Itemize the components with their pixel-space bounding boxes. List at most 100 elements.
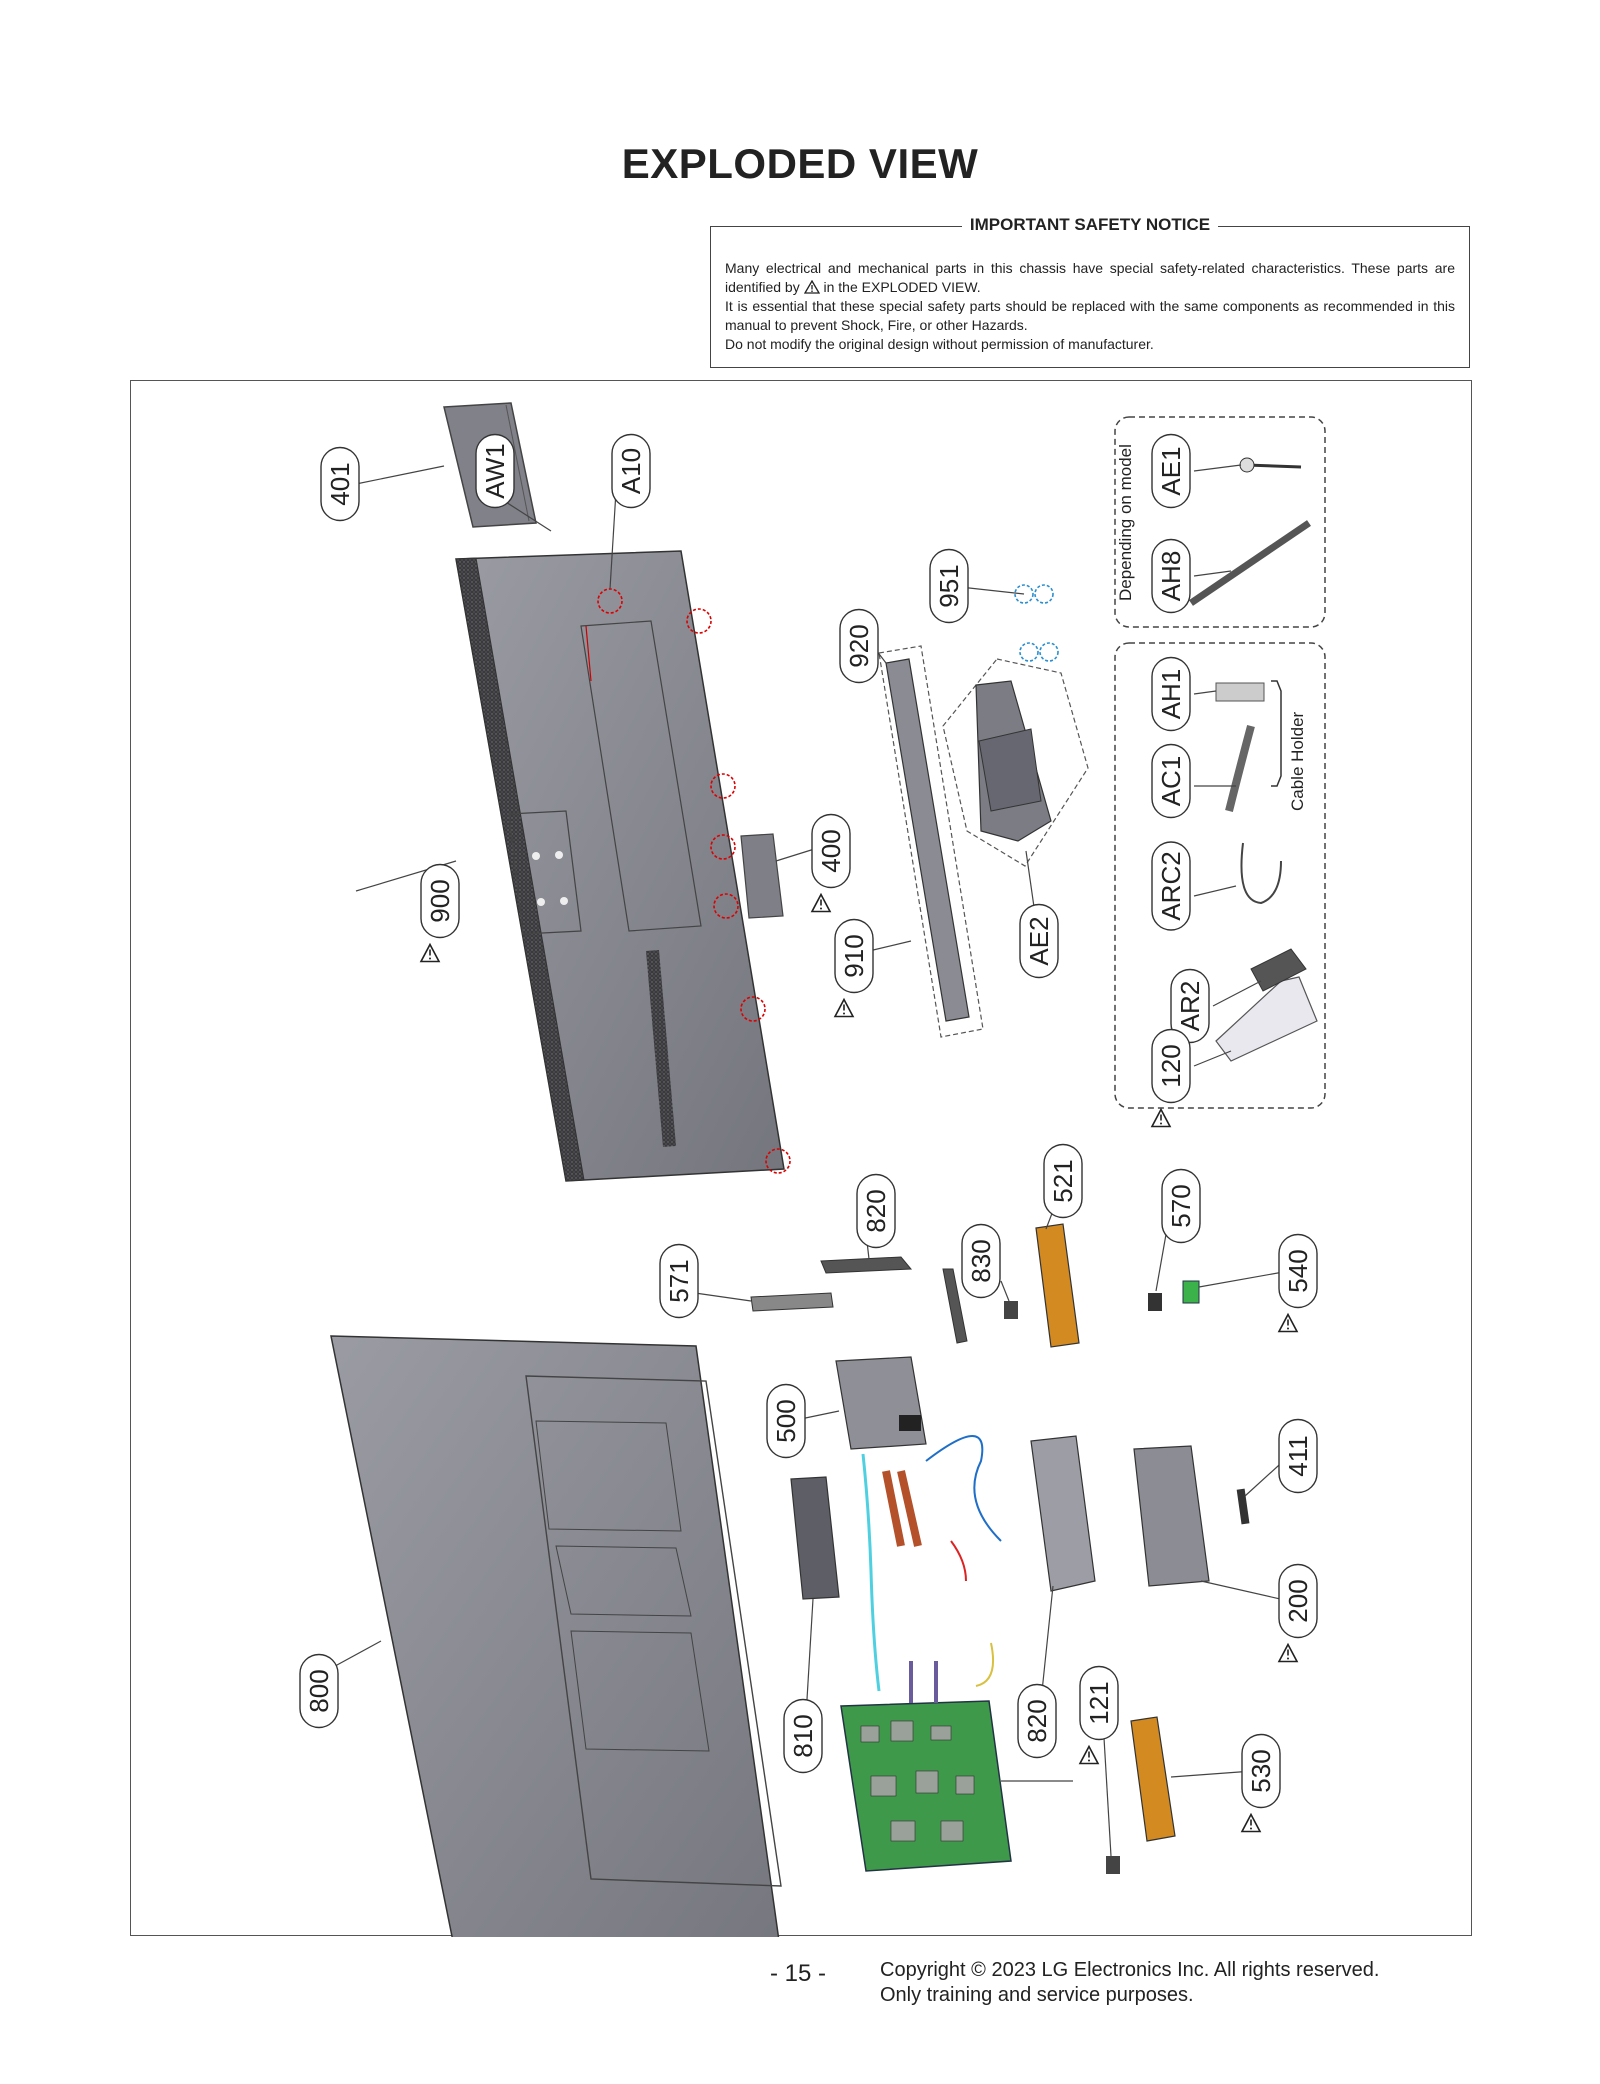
callout-aw1: AW1 xyxy=(475,433,515,509)
callout-label: 800 xyxy=(304,1669,334,1712)
screws-blue xyxy=(1014,584,1059,662)
part-bracket-long xyxy=(942,1268,968,1344)
notice-line-1b: in the EXPLODED VIEW. xyxy=(823,279,981,295)
callout-label: AE2 xyxy=(1024,916,1054,965)
callout-ae2: AE2 xyxy=(1019,903,1059,979)
notice-line-1a: Many electrical and mechanical parts in … xyxy=(725,260,1455,295)
callout-label: 920 xyxy=(844,624,874,667)
part-411-bracket xyxy=(1133,1445,1210,1587)
callout-label: AE1 xyxy=(1156,446,1186,495)
callout-label: 120 xyxy=(1156,1044,1186,1087)
callout-400: 400 xyxy=(810,813,851,913)
callout-500: 500 xyxy=(766,1383,806,1459)
callout-570: 570 xyxy=(1161,1168,1201,1244)
callout-label: AR2 xyxy=(1175,981,1205,1032)
warning-triangle-icon xyxy=(419,942,441,963)
callout-label: 910 xyxy=(839,934,869,977)
callout-label: AC1 xyxy=(1156,756,1186,807)
callout-label: 951 xyxy=(934,564,964,607)
part-810-bracket xyxy=(1030,1435,1096,1592)
callout-label: AW1 xyxy=(480,443,510,498)
callout-810: 810 xyxy=(783,1698,823,1774)
cable-holder-label: Cable Holder xyxy=(1288,711,1307,811)
callout-label: 521 xyxy=(1048,1159,1078,1202)
part-820-clip-top xyxy=(1004,1301,1018,1319)
warning-triangle-icon xyxy=(1240,1812,1262,1833)
callout-label: 411 xyxy=(1283,1435,1313,1476)
callout-label: 540 xyxy=(1283,1249,1313,1292)
safety-notice-body: Many electrical and mechanical parts in … xyxy=(725,259,1455,354)
callout-label: 820 xyxy=(1022,1699,1052,1742)
page-title: EXPLODED VIEW xyxy=(621,140,979,187)
callout-label: AH8 xyxy=(1156,551,1186,602)
callout-label: 200 xyxy=(1283,1579,1313,1622)
callout-label: 900 xyxy=(425,879,455,922)
safety-notice-box: IMPORTANT SAFETY NOTICE Many electrical … xyxy=(710,215,1470,368)
part-800 xyxy=(790,1476,840,1600)
screws-red xyxy=(597,588,791,1174)
callout-121: 121 xyxy=(1078,1665,1119,1765)
copyright-block: Copyright © 2023 LG Electronics Inc. All… xyxy=(880,1958,1379,2008)
notice-line-3: Do not modify the original design withou… xyxy=(725,336,1154,352)
part-400-back-cover xyxy=(455,550,785,1182)
safety-notice-title: IMPORTANT SAFETY NOTICE xyxy=(961,215,1219,234)
callout-920: 920 xyxy=(839,608,879,684)
part-200-display-module xyxy=(330,1335,782,1937)
notice-line-2: It is essential that these special safet… xyxy=(725,298,1455,333)
callout-900: 900 xyxy=(419,863,460,963)
callout-label: 401 xyxy=(325,462,355,505)
callout-label: 121 xyxy=(1084,1681,1114,1724)
warning-triangle-icon xyxy=(1078,1744,1100,1765)
part-571 xyxy=(1148,1293,1162,1311)
warning-triangle-icon xyxy=(803,280,820,294)
callout-label: 820 xyxy=(861,1189,891,1232)
part-121-speaker xyxy=(1130,1716,1176,1842)
diagram-canvas: Depending on model Cable Holder xyxy=(299,402,1326,1937)
callout-label: ARC2 xyxy=(1156,851,1186,920)
accessory-box-bottom: Cable Holder xyxy=(1114,642,1326,1109)
callout-ar2: AR2 xyxy=(1170,968,1210,1044)
callout-200: 200 xyxy=(1277,1563,1318,1663)
callout-120: 120 xyxy=(1150,1028,1191,1128)
part-910-stand-neck xyxy=(942,658,1089,867)
accessory-box-top: Depending on model xyxy=(1114,416,1326,628)
callout-arc2: ARC2 xyxy=(1151,841,1191,931)
callout-ac1: AC1 xyxy=(1151,743,1191,819)
part-570-board xyxy=(1182,1280,1200,1304)
callout-ah8: AH8 xyxy=(1151,538,1191,614)
callout-label: 830 xyxy=(966,1239,996,1282)
callout-530: 530 xyxy=(1240,1733,1281,1833)
callout-label: A10 xyxy=(616,448,646,494)
part-120-speaker xyxy=(1035,1223,1080,1348)
part-900-stand-base xyxy=(878,645,984,1038)
callout-ah1: AH1 xyxy=(1151,656,1191,732)
part-920-plate xyxy=(740,833,784,919)
callout-label: AH1 xyxy=(1156,669,1186,720)
callout-800: 800 xyxy=(299,1653,339,1729)
callout-830: 830 xyxy=(961,1223,1001,1299)
callout-label: 400 xyxy=(816,829,846,872)
part-500 xyxy=(1236,1488,1250,1525)
callout-label: 530 xyxy=(1246,1749,1276,1792)
callout-label: 570 xyxy=(1166,1184,1196,1227)
callout-951: 951 xyxy=(929,548,969,624)
callout-a10: A10 xyxy=(611,433,651,509)
callout-401: 401 xyxy=(320,446,360,522)
safety-notice-title-wrap: IMPORTANT SAFETY NOTICE xyxy=(711,215,1469,235)
leader-lines xyxy=(325,464,1290,1857)
exploded-view-diagram: Depending on model Cable Holder xyxy=(130,380,1472,1937)
page-number: - 15 - xyxy=(770,1960,827,1987)
warning-triangle-icon xyxy=(1277,1312,1299,1333)
callout-820: 820 xyxy=(856,1173,896,1249)
callout-ae1: AE1 xyxy=(1151,433,1191,509)
callout-411: 411 xyxy=(1278,1418,1318,1494)
copyright-line-1: Copyright © 2023 LG Electronics Inc. All… xyxy=(880,1959,1380,1981)
callout-521: 521 xyxy=(1043,1143,1083,1219)
part-530-power-board xyxy=(840,1642,1012,1872)
callout-label: 500 xyxy=(771,1399,801,1442)
callout-label: 571 xyxy=(664,1259,694,1302)
warning-triangle-icon xyxy=(1150,1107,1172,1128)
part-820-clip-bottom xyxy=(1106,1856,1120,1874)
callout-910: 910 xyxy=(833,918,874,1018)
callout-571: 571 xyxy=(659,1243,699,1319)
